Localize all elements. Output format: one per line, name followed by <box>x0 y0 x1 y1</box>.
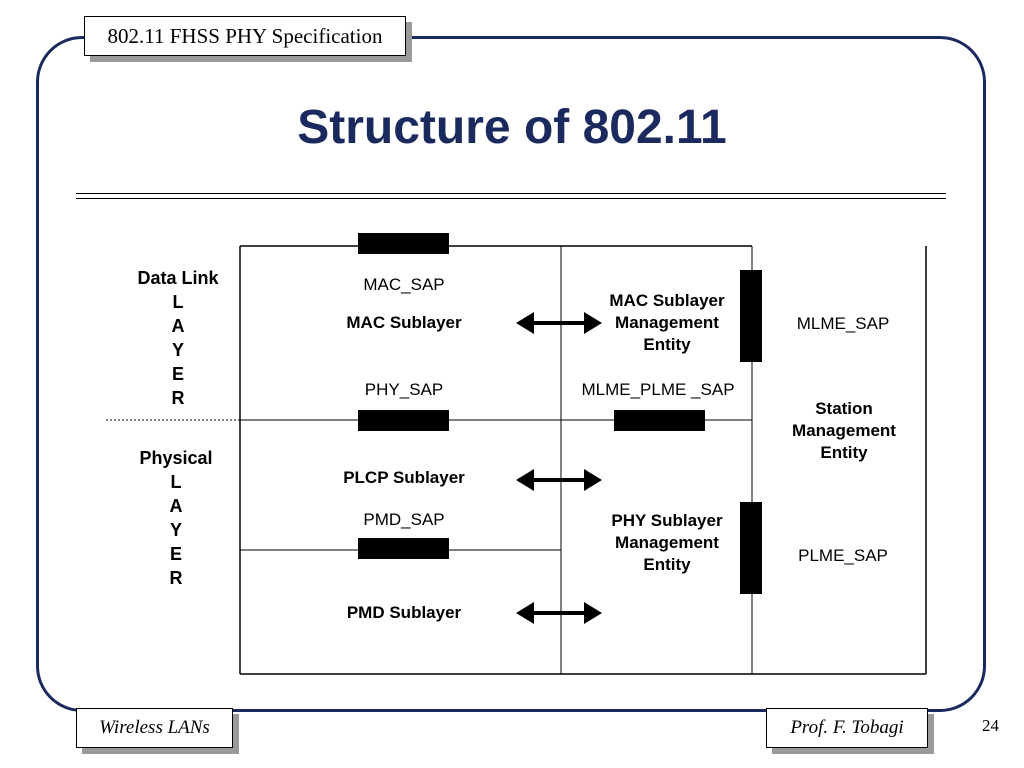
phy-mgmt-line: PHY Sublayer <box>611 511 723 530</box>
footer-right-text: Prof. F. Tobagi <box>790 717 904 738</box>
footer-left-tag: Wireless LANs <box>76 708 233 748</box>
mlme-sap-label: MLME_SAP <box>796 314 890 333</box>
page-number: 24 <box>982 716 999 735</box>
footer-right-tag: Prof. F. Tobagi <box>766 708 928 748</box>
physical-letter: A <box>169 496 183 516</box>
physical-heading: Physical <box>139 448 213 468</box>
footer-left-text: Wireless LANs <box>99 717 210 738</box>
mac-sublayer-label: MAC Sublayer <box>346 313 462 332</box>
plcp-mgmt-arrow <box>516 469 602 491</box>
pmd-sublayer-label: PMD Sublayer <box>346 603 462 622</box>
mlme-plme-sap-label: MLME_PLME _SAP <box>581 380 735 399</box>
mac-mgmt-line: MAC Sublayer <box>609 291 725 310</box>
mac-mgmt-line: Entity <box>643 335 691 354</box>
station-mgmt-entity-label: Station Management Entity <box>772 398 916 464</box>
title-rule-bottom <box>76 198 946 199</box>
mlme-sap-bar <box>740 270 762 362</box>
physical-letter: R <box>169 568 183 588</box>
mac-mgmt-entity-label: MAC Sublayer Management Entity <box>580 290 754 356</box>
data-link-letter: L <box>172 292 184 312</box>
phy-mgmt-line: Entity <box>643 555 691 574</box>
plcp-sublayer-label: PLCP Sublayer <box>343 468 465 487</box>
slide-frame <box>36 36 986 712</box>
header-tag: 802.11 FHSS PHY Specification <box>84 16 406 56</box>
mlme-plme-sap-bar <box>614 410 705 431</box>
data-link-layer-label: Data Link L A Y E R <box>116 266 240 410</box>
phy-mgmt-line: Management <box>615 533 719 552</box>
data-link-letter: E <box>171 364 184 384</box>
station-mgmt-line: Management <box>792 421 896 440</box>
pmd-mgmt-arrow <box>516 602 602 624</box>
mac-mgmt-line: Management <box>615 313 719 332</box>
data-link-letter: R <box>171 388 185 408</box>
mac-sap-label: MAC_SAP <box>363 275 445 294</box>
station-mgmt-line: Station <box>815 399 873 418</box>
data-link-heading: Data Link <box>137 268 219 288</box>
phy-sap-bar <box>358 410 449 431</box>
station-mgmt-line: Entity <box>820 443 868 462</box>
mac-sap-bar <box>358 233 449 254</box>
data-link-letter: Y <box>171 340 184 360</box>
physical-letter: L <box>170 472 182 492</box>
mac-mgmt-arrow <box>516 312 602 334</box>
plme-sap-bar <box>740 502 762 594</box>
title-rule-top <box>76 193 946 194</box>
slide-title: Structure of 802.11 <box>297 101 727 154</box>
data-link-letter: A <box>171 316 185 336</box>
pmd-sap-label: PMD_SAP <box>363 510 445 529</box>
physical-letter: Y <box>169 520 182 540</box>
physical-letter: E <box>169 544 182 564</box>
physical-layer-label: Physical L A Y E R <box>114 446 238 590</box>
phy-sap-label: PHY_SAP <box>364 380 444 399</box>
pmd-sap-bar <box>358 538 449 559</box>
header-tag-text: 802.11 FHSS PHY Specification <box>107 23 383 48</box>
plme-sap-label: PLME_SAP <box>798 546 888 565</box>
phy-mgmt-entity-label: PHY Sublayer Management Entity <box>580 510 754 576</box>
